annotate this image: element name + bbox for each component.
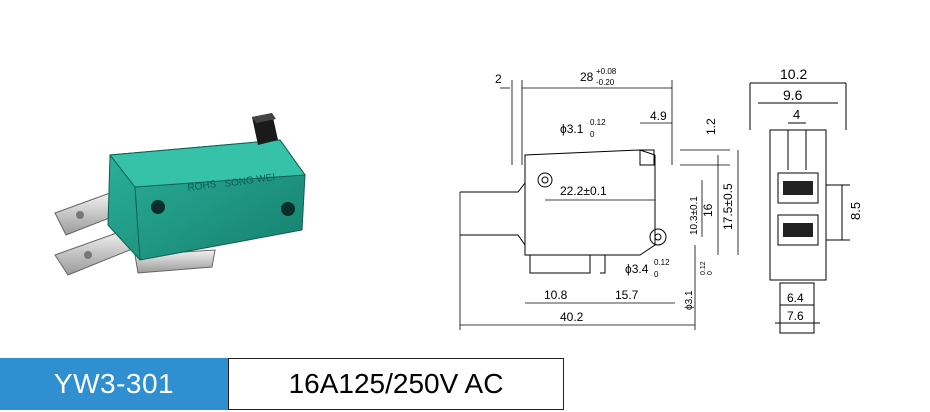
switch-photo: ROHS SONG WEI bbox=[40, 95, 330, 295]
dim-2: 2 bbox=[495, 72, 502, 86]
dim-hole-top-tol-plus: 0.12 bbox=[590, 118, 606, 127]
dim-8-5: 8.5 bbox=[848, 202, 863, 220]
dim-16: 16 bbox=[701, 203, 715, 217]
dim-hole-top-tol-minus: 0 bbox=[590, 130, 595, 139]
dim-28-tol-plus: +0.08 bbox=[596, 67, 617, 76]
dim-40-2: 40.2 bbox=[560, 310, 584, 324]
dimension-lines bbox=[459, 80, 739, 330]
dim-28-tol-minus: -0.20 bbox=[596, 78, 615, 87]
dim-hole-top: ϕ3.1 bbox=[560, 122, 584, 136]
side-view-outline bbox=[460, 149, 667, 274]
dim-10-3: 10.3±0.1 bbox=[689, 196, 700, 235]
actuator-button bbox=[252, 113, 278, 145]
dim-9-6: 9.6 bbox=[783, 87, 803, 103]
dim-15-7: 15.7 bbox=[615, 288, 639, 302]
rating-label: 16A125/250V AC bbox=[228, 358, 564, 410]
housing-marking-rohs: ROHS bbox=[187, 179, 217, 194]
dim-hole-bottom-tol-minus: 0 bbox=[654, 270, 659, 279]
dimension-drawing: 2 28 +0.08 -0.20 4.9 1.2 ϕ3.1 0.12 0 22.… bbox=[440, 55, 920, 345]
dim-22-2: 22.2±0.1 bbox=[560, 184, 607, 198]
dim-17-5: 17.5±0.5 bbox=[721, 183, 735, 230]
model-label: YW3-301 bbox=[0, 358, 228, 410]
dim-hole-right-tol-plus: 0.12 bbox=[700, 261, 707, 275]
dim-6-4: 6.4 bbox=[787, 291, 804, 305]
dim-4-9: 4.9 bbox=[650, 109, 667, 123]
dim-1-2: 1.2 bbox=[704, 118, 718, 135]
dim-4: 4 bbox=[793, 107, 800, 122]
switch-housing: ROHS SONG WEI bbox=[107, 139, 306, 261]
dim-28: 28 bbox=[580, 70, 594, 84]
dim-hole-right: ϕ3.1 bbox=[684, 290, 695, 310]
dim-10-2: 10.2 bbox=[780, 66, 807, 82]
front-view-terminals bbox=[783, 181, 813, 237]
dim-hole-right-tol-minus: 0 bbox=[707, 271, 714, 275]
front-view-outline bbox=[749, 82, 850, 334]
dim-hole-bottom: ϕ3.4 bbox=[625, 262, 649, 276]
dim-hole-bottom-tol-plus: 0.12 bbox=[654, 258, 670, 267]
dim-10-8: 10.8 bbox=[544, 288, 568, 302]
dim-7-6: 7.6 bbox=[787, 309, 804, 323]
